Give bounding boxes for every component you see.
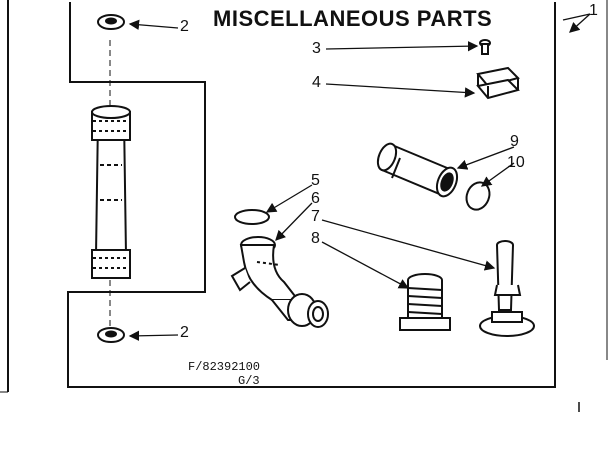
washer-top [97,14,125,30]
page-code: G/3 [238,374,260,388]
screw [479,39,491,55]
callout-9: 9 [510,133,519,150]
cylinder [376,142,459,198]
callout-6: 6 [311,190,320,207]
leader-lines [128,13,591,342]
callout-1: 1 [589,2,598,19]
washer-bottom [97,327,125,343]
callout-2-top: 2 [180,18,189,35]
callout-3: 3 [312,40,321,57]
pin-foot [479,240,535,337]
callout-8: 8 [311,230,320,247]
callout-2-bottom: 2 [180,324,189,341]
callout-7: 7 [311,208,320,225]
gasket-ring [234,209,270,225]
tube-assembly [91,105,131,279]
callout-10: 10 [507,154,525,171]
threaded-fitting [399,273,451,331]
diagram-title: MISCELLANEOUS PARTS [213,6,493,31]
part-number: F/82392100 [188,360,261,374]
clip [476,66,520,100]
callout-4: 4 [312,74,321,91]
hose-elbow [230,236,329,328]
boundary-outline [0,0,608,412]
callout-5: 5 [311,172,320,189]
ring [465,181,491,211]
